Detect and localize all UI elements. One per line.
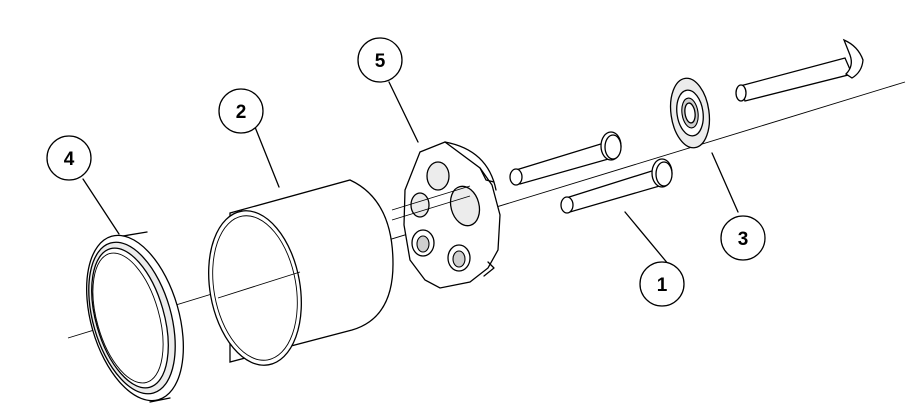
part-3-washer — [669, 77, 711, 149]
callout-3: 3 — [720, 215, 766, 261]
callout-2: 2 — [218, 88, 264, 134]
part-1-pin-lower — [560, 158, 673, 214]
callout-3-label: 3 — [738, 229, 749, 250]
callout-4-label: 4 — [64, 149, 75, 170]
part-4-end-ring — [85, 231, 185, 403]
callout-1: 1 — [639, 261, 685, 307]
part-1-pin-upper — [509, 131, 622, 186]
leader-lines — [82, 81, 739, 266]
callout-1-label: 1 — [657, 275, 668, 296]
callout-2-label: 2 — [236, 102, 247, 123]
part-2-sleeve — [208, 179, 394, 366]
callout-4: 4 — [46, 135, 92, 181]
long-bolt — [735, 38, 864, 102]
callout-5-label: 5 — [375, 51, 386, 72]
part-5-flange-plate — [391, 141, 501, 289]
callout-5: 5 — [357, 37, 403, 83]
